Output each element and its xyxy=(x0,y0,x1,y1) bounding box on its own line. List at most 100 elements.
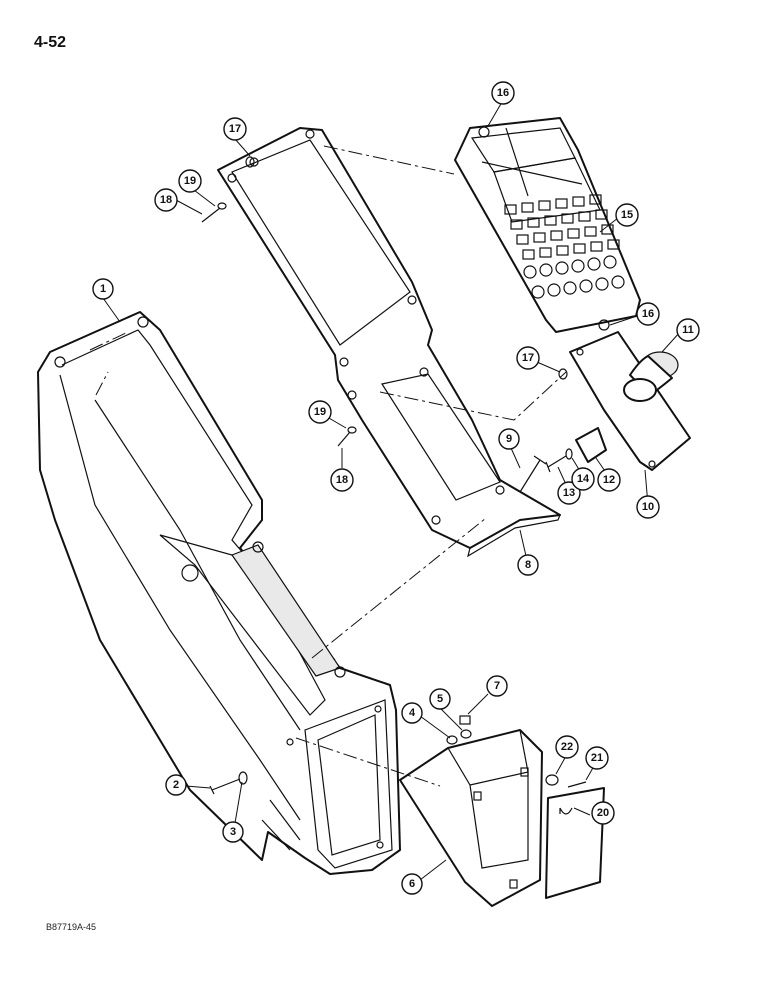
keypad-square-key xyxy=(584,226,597,237)
svg-text:5: 5 xyxy=(437,693,443,705)
svg-text:12: 12 xyxy=(603,474,615,486)
callout-15: 15 xyxy=(615,203,639,227)
callout-9: 9 xyxy=(498,428,520,450)
callout-7: 7 xyxy=(486,675,508,697)
callout-6: 6 xyxy=(401,873,423,895)
keypad-square-key xyxy=(578,211,591,222)
callout-10: 10 xyxy=(636,495,660,519)
console-panel xyxy=(217,127,561,558)
callout-5: 5 xyxy=(429,688,451,710)
svg-text:19: 19 xyxy=(184,175,196,187)
bracket-cover xyxy=(399,729,543,907)
keypad-square-key xyxy=(521,202,534,213)
svg-text:3: 3 xyxy=(230,826,236,838)
svg-text:18: 18 xyxy=(160,194,172,206)
keypad-round-key xyxy=(547,283,561,297)
svg-text:17: 17 xyxy=(229,123,241,135)
keypad-round-key xyxy=(579,279,593,293)
svg-text:17: 17 xyxy=(522,352,534,364)
callout-12: 12 xyxy=(597,468,621,492)
svg-text:2: 2 xyxy=(173,779,179,791)
callout-14: 14 xyxy=(571,467,595,491)
callout-19-top: 19 xyxy=(178,169,202,193)
keypad-square-key xyxy=(504,204,517,215)
svg-text:10: 10 xyxy=(642,501,654,513)
callout-2: 2 xyxy=(165,774,187,796)
callout-21: 21 xyxy=(585,746,609,770)
keypad-round-key xyxy=(555,261,569,275)
keypad-square-key xyxy=(573,243,586,254)
keypad-square-key xyxy=(539,247,552,258)
keypad-round-key xyxy=(523,265,537,279)
keypad-square-key xyxy=(601,224,614,235)
keypad-square-key xyxy=(590,241,603,252)
svg-text:13: 13 xyxy=(563,487,575,499)
callout-3: 3 xyxy=(222,821,244,843)
mounting-plate xyxy=(569,331,691,471)
callout-22: 22 xyxy=(555,735,579,759)
keypad-square-key xyxy=(555,198,568,209)
callout-17-mid: 17 xyxy=(516,346,540,370)
callouts: 1 2 3 4 5 6 7 8 9 10 11 12 13 14 15 16 1… xyxy=(92,81,700,895)
svg-text:21: 21 xyxy=(591,752,603,764)
keypad-keys xyxy=(504,194,625,299)
callout-17-top: 17 xyxy=(223,117,247,141)
page-number: 4-52 xyxy=(34,34,67,51)
svg-text:14: 14 xyxy=(577,473,590,485)
callout-19-mid: 19 xyxy=(308,400,332,424)
callout-16-right: 16 xyxy=(636,302,660,326)
callout-18-mid: 18 xyxy=(330,468,354,492)
keypad-round-key xyxy=(587,257,601,271)
console-housing xyxy=(37,311,401,875)
svg-text:16: 16 xyxy=(642,308,654,320)
svg-text:7: 7 xyxy=(494,680,500,692)
keypad-round-key xyxy=(563,281,577,295)
svg-text:19: 19 xyxy=(314,406,326,418)
keypad-square-key xyxy=(544,215,557,226)
keypad-round-key xyxy=(595,277,609,291)
clip-plate xyxy=(545,787,605,899)
keypad-round-key xyxy=(531,285,545,299)
hardware xyxy=(201,126,610,795)
callout-4: 4 xyxy=(401,702,423,724)
callout-20: 20 xyxy=(591,801,615,825)
svg-text:6: 6 xyxy=(409,878,415,890)
callout-18-top: 18 xyxy=(154,188,178,212)
keypad-square-key xyxy=(538,200,551,211)
keypad-square-key xyxy=(556,245,569,256)
keypad-square-key xyxy=(589,194,602,205)
keypad-square-key xyxy=(561,213,574,224)
keypad-square-key xyxy=(572,196,585,207)
keypad-square-key xyxy=(510,219,523,230)
svg-text:20: 20 xyxy=(597,807,609,819)
figure-id: B87719A-45 xyxy=(46,922,97,932)
keypad-square-key xyxy=(522,249,535,260)
callout-11: 11 xyxy=(676,318,700,342)
svg-text:18: 18 xyxy=(336,474,348,486)
keypad-round-key xyxy=(611,275,625,289)
callout-1: 1 xyxy=(92,278,114,300)
keypad-square-key xyxy=(550,230,563,241)
keypad-round-key xyxy=(603,255,617,269)
svg-text:15: 15 xyxy=(621,209,633,221)
svg-text:8: 8 xyxy=(525,559,531,571)
callout-8: 8 xyxy=(517,554,539,576)
keypad-square-key xyxy=(527,217,540,228)
gauge xyxy=(623,351,679,402)
svg-text:11: 11 xyxy=(682,324,694,336)
keypad-square-key xyxy=(595,209,608,220)
callout-13: 13 xyxy=(557,481,581,505)
svg-text:4: 4 xyxy=(409,707,416,719)
keypad-round-key xyxy=(571,259,585,273)
keypad-square-key xyxy=(533,232,546,243)
leader-lines xyxy=(102,101,681,881)
svg-text:9: 9 xyxy=(506,433,512,445)
keypad-square-key xyxy=(516,234,529,245)
keypad-square-key xyxy=(567,228,580,239)
callout-16-top: 16 xyxy=(491,81,515,105)
keypad-round-key xyxy=(539,263,553,277)
centerlines xyxy=(89,145,567,787)
svg-text:1: 1 xyxy=(100,283,106,295)
keypad-square-key xyxy=(607,239,620,250)
